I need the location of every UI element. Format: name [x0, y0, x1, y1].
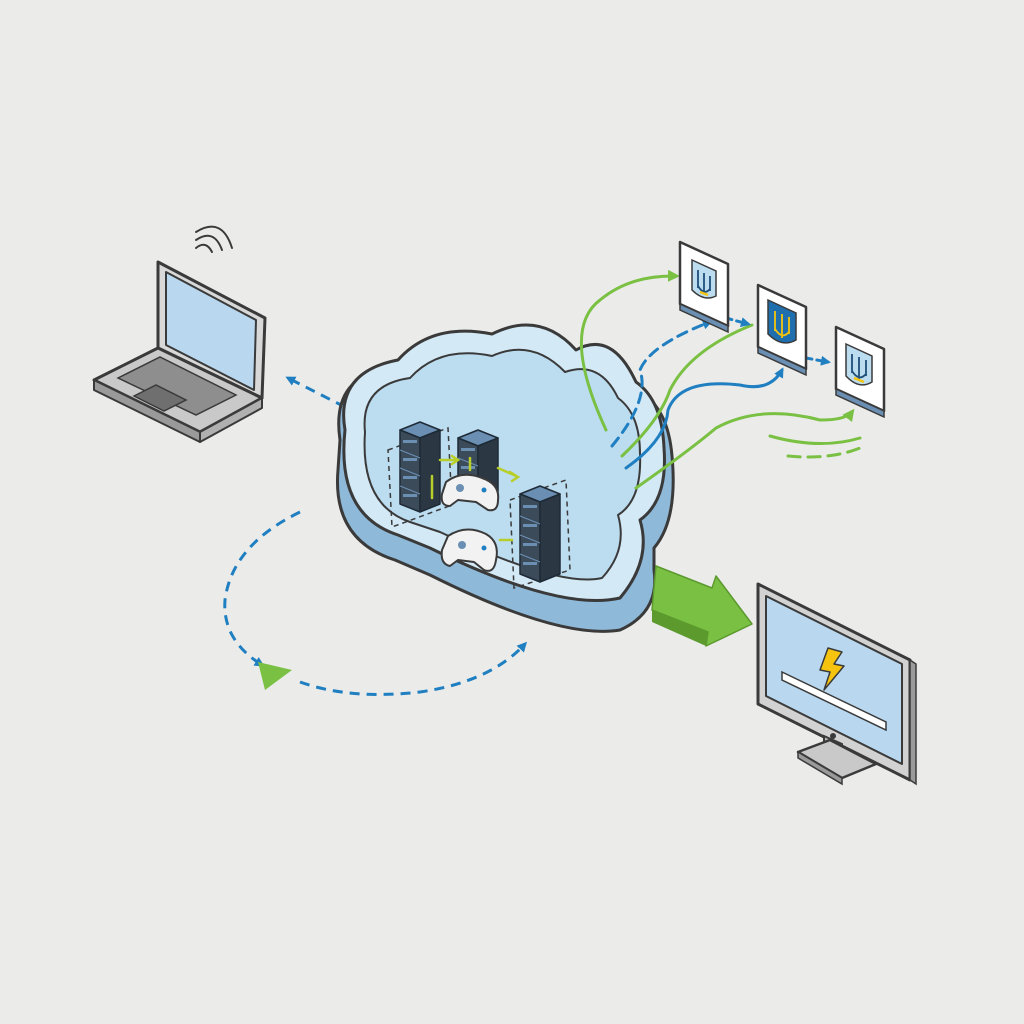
edge-cloud-stream-green-2	[620, 323, 754, 458]
emblem-tile-1	[678, 240, 730, 334]
laptop-wifi-icon	[92, 225, 267, 443]
server-rack-icon	[399, 421, 441, 513]
laptop-touchpad	[132, 384, 188, 412]
stream-lines	[579, 269, 862, 490]
cloud-server-cluster-icon	[335, 323, 675, 633]
edge-cloud-to-emblem-1	[579, 269, 680, 432]
loop-green-arrowhead	[258, 662, 292, 690]
loop-arrow	[223, 510, 528, 696]
cluster-arrows	[430, 454, 521, 542]
monitor-progress-bar	[781, 670, 887, 732]
shield-trident-icon	[845, 342, 873, 386]
edge-cloud-to-emblem-2	[610, 319, 713, 448]
emblem-tile-2	[756, 283, 808, 377]
shield-trident-icon	[767, 298, 797, 344]
lightning-icon	[819, 647, 845, 691]
emblem-tile-3	[834, 325, 886, 419]
shield-trident-icon	[691, 258, 717, 299]
edge-cloud-stream-green-5	[786, 446, 862, 459]
gamepad-icon	[440, 528, 498, 572]
server-rack-icon	[519, 485, 561, 583]
block-arrow-cloud-to-monitor	[651, 565, 753, 647]
wifi-icon	[195, 225, 233, 253]
edge-cloud-stream-green-4	[768, 434, 862, 445]
edge-cloud-to-emblem-3-blue	[624, 367, 784, 470]
edge-cloud-to-laptop	[285, 376, 346, 409]
laptop-screen	[165, 271, 257, 391]
gamepad-icon	[440, 473, 500, 512]
monitor-lightning-icon	[756, 582, 917, 786]
edge-cloud-to-emblem-3-green	[634, 408, 855, 490]
